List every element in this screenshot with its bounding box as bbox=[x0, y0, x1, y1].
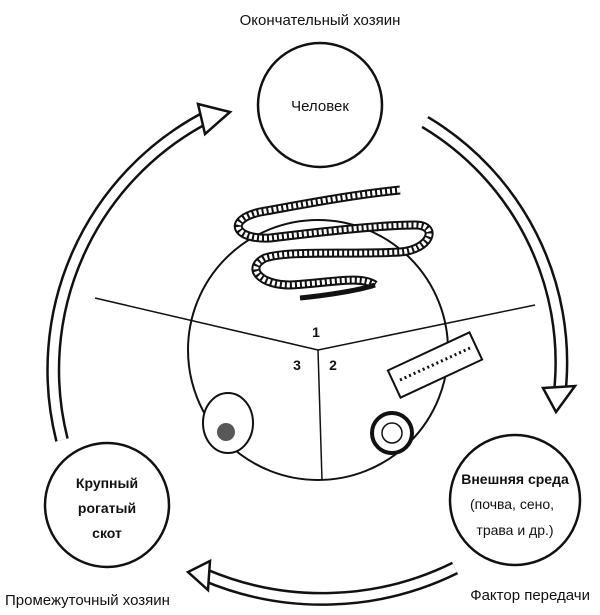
sector-2: 2 bbox=[329, 357, 337, 373]
sector-1: 1 bbox=[312, 324, 320, 340]
cattle-label-1: Крупный bbox=[76, 475, 138, 491]
sector-3: 3 bbox=[293, 357, 301, 373]
arrow-cattle-to-human bbox=[46, 102, 233, 442]
sector-line bbox=[94, 297, 319, 351]
sector-line bbox=[317, 304, 536, 351]
arrow-human-to-environment bbox=[421, 115, 578, 415]
human-label: Человек bbox=[291, 98, 349, 115]
cattle-label-3: скот bbox=[92, 525, 122, 541]
tapeworm-illustration bbox=[233, 185, 434, 301]
environment-label-1: Внешняя среда bbox=[461, 471, 569, 487]
proglottid-illustration bbox=[386, 331, 484, 399]
egg-illustration bbox=[370, 411, 414, 455]
human-circle bbox=[256, 41, 384, 169]
title-definitive-host: Окончательный хозяин bbox=[240, 12, 401, 29]
cattle-circle bbox=[43, 441, 171, 569]
cattle-label-2: рогатый bbox=[78, 500, 136, 516]
environment-circle bbox=[448, 433, 582, 567]
cysticercus-illustration bbox=[202, 392, 254, 454]
environment-label-2: (почва, сено, bbox=[470, 496, 554, 512]
transmission-factor-label: Фактор передачи bbox=[470, 587, 590, 604]
arrow-environment-to-cattle bbox=[185, 558, 459, 606]
intermediate-host-label: Промежуточный хозяин bbox=[5, 592, 170, 609]
environment-label-3: трава и др.) bbox=[476, 522, 553, 538]
sector-line bbox=[317, 349, 323, 481]
